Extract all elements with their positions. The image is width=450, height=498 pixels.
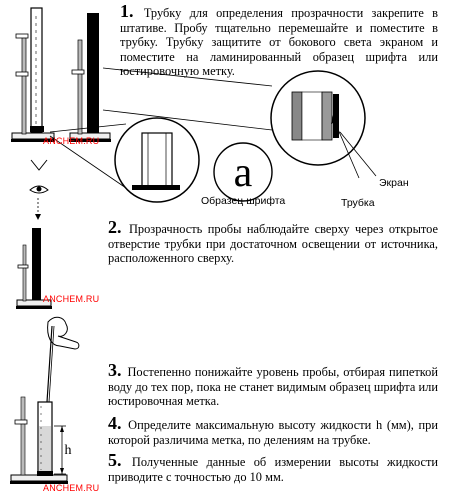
step-1: 1. Трубку для определения прозрачности з… [120,2,438,79]
step-5-number: 5. [108,450,122,470]
stand-observation [16,228,52,309]
magnified-tube-base [49,117,200,203]
eye-observer [29,159,49,220]
step-3-text: Постепенно понижайте уровень пробы, отби… [108,365,438,409]
magnified-tube-screen [102,67,377,179]
step-2-text: Прозрачность пробы наблюдайте сверху чер… [108,222,438,266]
step-2-number: 2. [108,217,122,237]
step-3: 3. Постепенно понижайте уровень пробы, о… [108,361,438,409]
pipette-stand [10,316,80,484]
screen-label: Экран [379,177,409,189]
stand-with-clear-tube [11,7,55,142]
step-4: 4. Определите максимальную высоту жидкос… [108,414,438,447]
font-sample [213,142,273,202]
step-5: 5. Полученные данные об измерении высоты… [108,451,438,484]
watermark-3: ANCHEM.RU [43,483,100,493]
font-sample-label: Образец шрифта [201,195,286,207]
step-4-number: 4. [108,413,122,433]
step-2: 2. Прозрачность пробы наблюдайте сверху … [108,218,438,266]
watermark-1: ANCHEM.RU [43,136,100,146]
letter-sample: a [234,150,253,196]
step-1-text: Трубку для определения прозрачности закр… [120,6,438,79]
step-3-number: 3. [108,360,122,380]
watermark-2: ANCHEM.RU [43,294,100,304]
step-5-text: Полученные данные об измерении высоты жи… [108,455,438,484]
step-4-text: Определите максимальную высоту жидкости … [108,418,438,447]
step-1-number: 1. [120,1,134,21]
height-label: h [65,443,72,458]
stand-with-screened-tube [69,13,111,142]
tube-label: Трубка [341,197,375,209]
